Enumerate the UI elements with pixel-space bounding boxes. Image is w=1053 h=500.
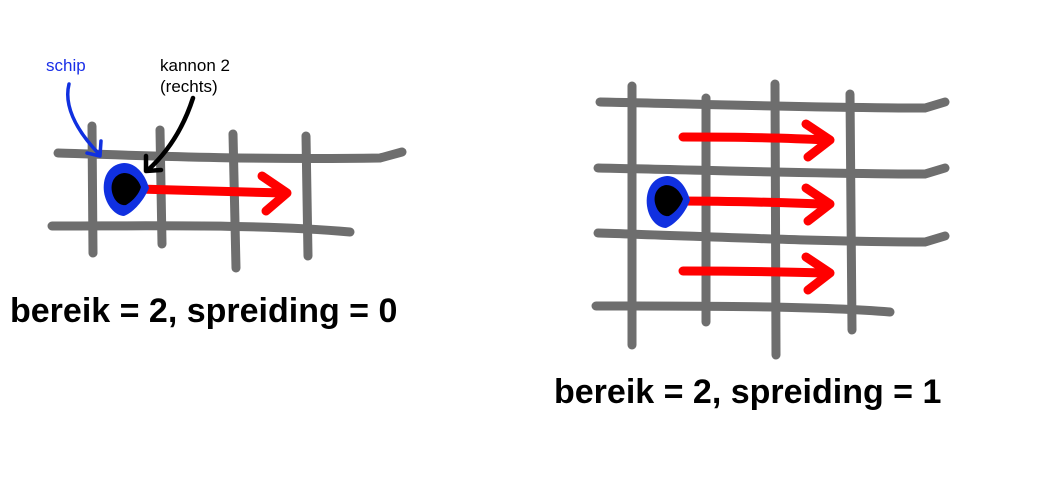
right-grid (591, 79, 950, 360)
right-diagram: bereik = 2, spreiding = 1 (554, 79, 950, 411)
left-grid (47, 121, 407, 273)
ship-pointer-arrow (66, 82, 103, 158)
right-arrow-icon-middle (673, 183, 835, 226)
left-grid-line-v4 (301, 131, 313, 261)
ship-label: schip (46, 56, 86, 75)
right-grid-line-v3 (770, 79, 781, 360)
right-grid-line-h1 (595, 97, 950, 113)
right-grid-line-h4 (591, 301, 895, 317)
right-arrow-icon-bottom (678, 252, 835, 295)
right-ship-icon (646, 176, 690, 228)
cannon-pointer-arrow (143, 95, 196, 174)
right-grid-line-h2 (593, 163, 950, 179)
left-grid-line-v3 (228, 129, 241, 273)
left-caption: bereik = 2, spreiding = 0 (10, 292, 397, 330)
left-diagram: schip kannon 2 (rechts) bereik = 2, spre… (10, 56, 407, 330)
right-grid-line-h3 (593, 228, 950, 247)
right-arrow-icon-top (678, 119, 835, 162)
left-arrow-icon (133, 171, 292, 216)
cannon-label-line1: kannon 2 (160, 56, 230, 75)
right-caption: bereik = 2, spreiding = 1 (554, 373, 941, 411)
left-ship-icon (103, 163, 149, 216)
right-grid-line-v4 (845, 89, 857, 335)
cannon-label-line2: (rechts) (160, 77, 218, 96)
